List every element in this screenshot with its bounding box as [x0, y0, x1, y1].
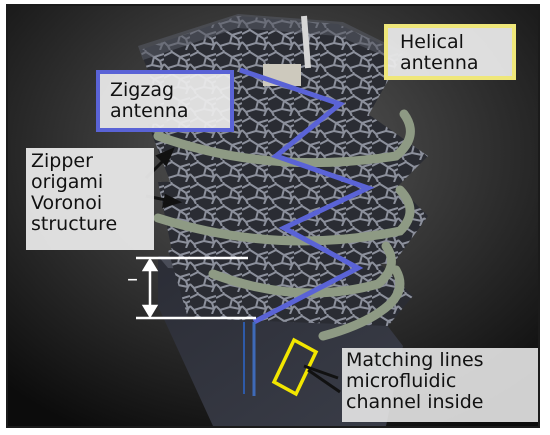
dimension-marker: [136, 256, 256, 320]
helical-antenna: [153, 109, 415, 341]
dimension-label: –: [127, 267, 138, 292]
voronoi-structure: [138, 14, 428, 326]
microfluidic-channel-marker: [271, 337, 341, 397]
zigzag-antenna: [239, 67, 375, 325]
zipper-origami-label: Zipper origami Voronoi structure: [26, 148, 154, 250]
helical-antenna-label: Helical antenna: [384, 24, 516, 80]
photo-frame: Helical antenna Zigzag antenna Zipper or…: [6, 4, 540, 428]
zigzag-antenna-label: Zigzag antenna: [96, 70, 234, 132]
matching-lines-label: Matching lines microfluidic channel insi…: [342, 348, 538, 422]
